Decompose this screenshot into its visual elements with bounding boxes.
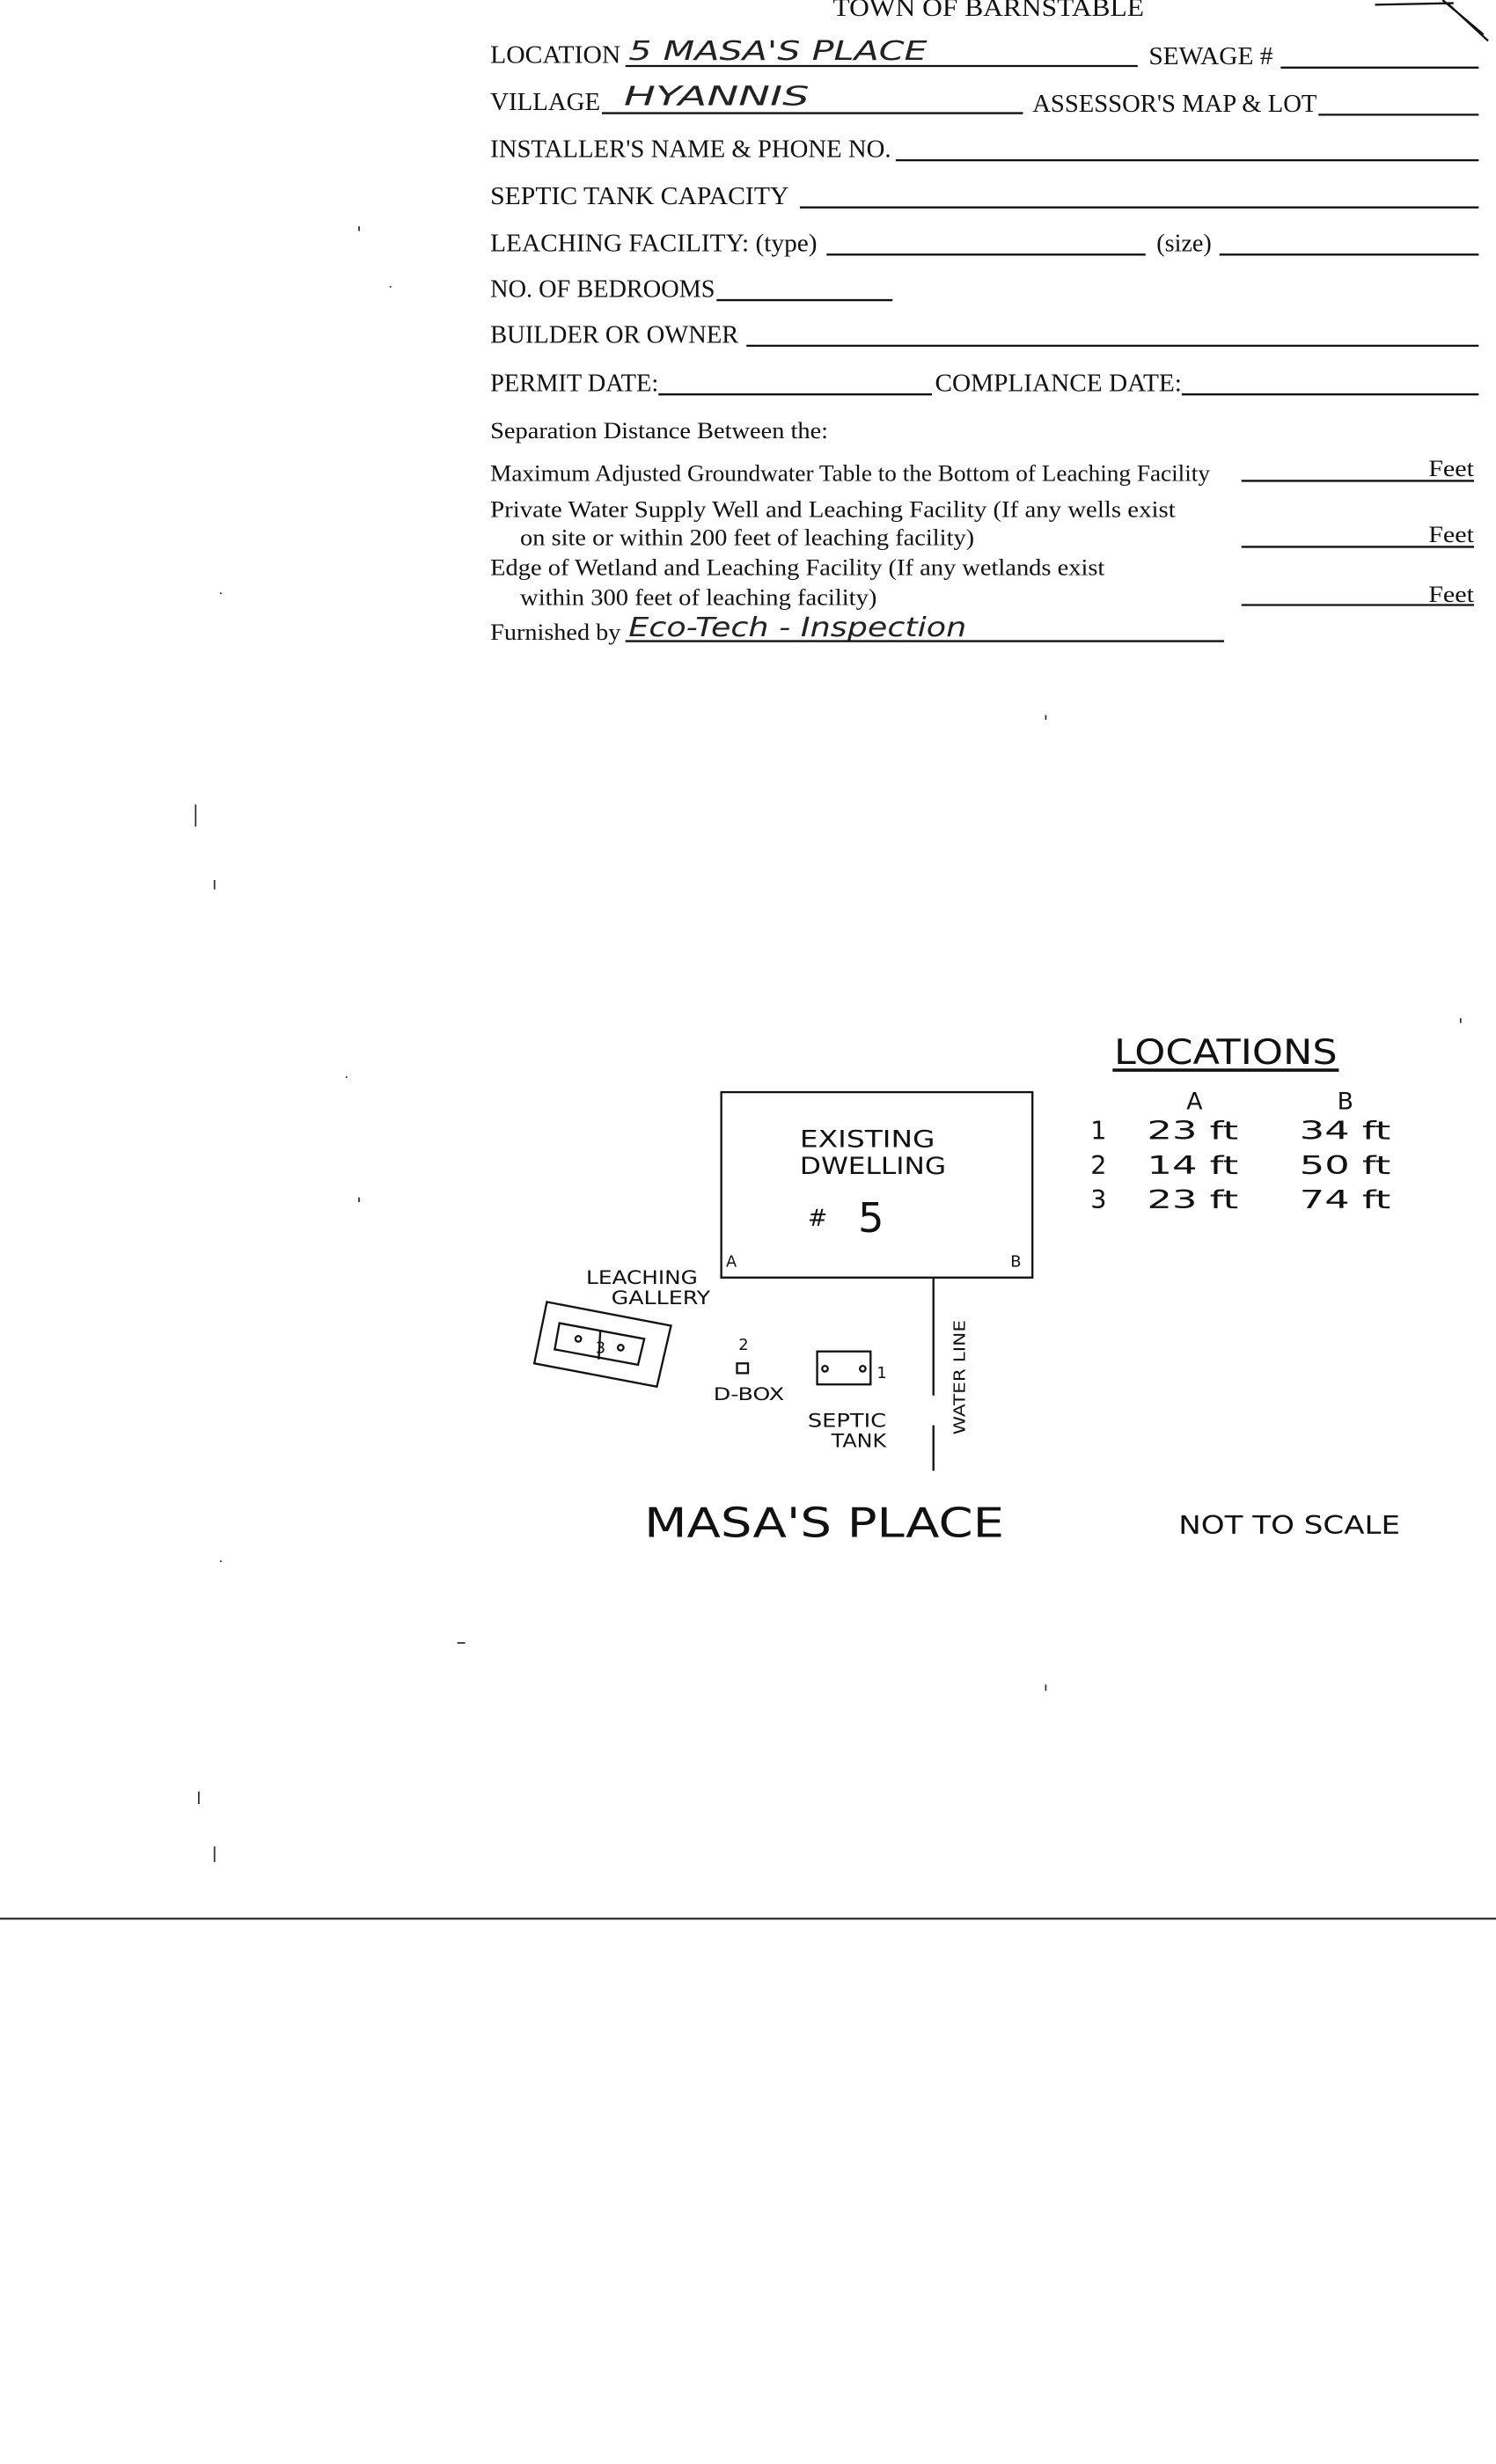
location-number: 3	[1090, 1184, 1106, 1214]
separation-row-groundwater: Maximum Adjusted Groundwater Table to th…	[490, 460, 1210, 486]
wetland-unit: Feet	[1428, 582, 1475, 607]
distance-a: 23 ft	[1148, 1116, 1239, 1146]
village-label: VILLAGE	[490, 89, 600, 116]
groundwater-unit: Feet	[1428, 456, 1475, 481]
location-row: 3 23 ft 74 ft	[1090, 1184, 1390, 1214]
distance-a: 14 ft	[1148, 1150, 1239, 1180]
location-value[interactable]: 5 MASA'S PLACE	[628, 36, 928, 67]
septic-tank-label-line1: SEPTIC	[808, 1410, 886, 1432]
leaching-type-label: LEACHING FACILITY: (type)	[490, 231, 817, 258]
leaching-gallery-inner	[554, 1322, 646, 1367]
distance-b: 50 ft	[1300, 1150, 1391, 1180]
builder-label: BUILDER OR OWNER	[490, 321, 739, 348]
dwelling-number: 5	[858, 1194, 884, 1242]
location-row: 2 14 ft 50 ft	[1090, 1150, 1390, 1180]
leaching-gallery-label-line2: GALLERY	[612, 1287, 712, 1309]
furnished-label: Furnished by	[490, 620, 620, 645]
furnished-value[interactable]: Eco-Tech - Inspection	[628, 612, 966, 643]
tank-port-icon	[821, 1364, 829, 1373]
distance-b: 34 ft	[1300, 1116, 1391, 1146]
site-title: MASA'S PLACE	[644, 1499, 1004, 1546]
distance-b: 74 ft	[1300, 1184, 1391, 1214]
dwelling-corner-b: B	[1010, 1252, 1021, 1271]
assessor-label: ASSESSOR'S MAP & LOT	[1032, 91, 1316, 118]
dbox-shape	[736, 1362, 750, 1375]
well-unit: Feet	[1428, 522, 1475, 547]
column-b-header: B	[1338, 1089, 1353, 1116]
column-a-header: A	[1186, 1089, 1203, 1116]
separation-heading: Separation Distance Between the:	[490, 418, 828, 444]
locations-title: LOCATIONS	[1114, 1033, 1338, 1073]
water-line-label: WATER LINE	[950, 1320, 969, 1434]
leaching-size-label: (size)	[1156, 231, 1212, 258]
separation-row-wetland-cont: within 300 feet of leaching facility)	[520, 585, 876, 611]
dwelling-label-line2: DWELLING	[800, 1153, 946, 1180]
gallery-port-icon	[616, 1344, 625, 1352]
septic-tank-shape	[816, 1350, 872, 1386]
septic-tank-label-line2: TANK	[831, 1431, 888, 1453]
compliance-date-label: COMPLIANCE DATE:	[935, 370, 1182, 398]
dbox-label: D-BOX	[714, 1384, 784, 1404]
separation-row-well-cont: on site or within 200 feet of leaching f…	[520, 525, 974, 551]
leaching-gallery-label-line1: LEACHING	[586, 1267, 698, 1289]
scan-noise	[194, 226, 1462, 1863]
form-title: TOWN OF BARNSTABLE	[832, 0, 1144, 22]
existing-dwelling-outline	[720, 1090, 1034, 1279]
gallery-port-icon	[574, 1335, 583, 1343]
septic-capacity-label: SEPTIC TANK CAPACITY	[490, 183, 788, 210]
gallery-point-number: 3	[596, 1339, 605, 1358]
installer-label: INSTALLER'S NAME & PHONE NO.	[490, 136, 891, 164]
tank-port-icon	[858, 1364, 867, 1373]
corner-pen-mark	[1375, 0, 1489, 42]
leaching-gallery-divider	[598, 1331, 602, 1360]
separation-row-well: Private Water Supply Well and Leaching F…	[490, 497, 1176, 523]
dwelling-label-line1: EXISTING	[800, 1126, 935, 1154]
distance-a: 23 ft	[1148, 1184, 1239, 1214]
location-number: 2	[1090, 1150, 1106, 1180]
bedrooms-label: NO. OF BEDROOMS	[490, 276, 715, 304]
separation-row-wetland: Edge of Wetland and Leaching Facility (I…	[490, 555, 1105, 581]
dwelling-corner-a: A	[726, 1252, 737, 1271]
dwelling-hash: #	[808, 1205, 827, 1232]
permit-date-label: PERMIT DATE:	[490, 370, 658, 398]
location-label: LOCATION	[490, 41, 620, 69]
village-value[interactable]: HYANNIS	[624, 82, 810, 113]
location-row: 1 23 ft 34 ft	[1090, 1116, 1390, 1146]
tank-point-number: 1	[876, 1364, 886, 1382]
sewage-label: SEWAGE #	[1148, 43, 1272, 70]
scale-note: NOT TO SCALE	[1178, 1510, 1400, 1540]
location-number: 1	[1090, 1116, 1106, 1146]
site-diagram: LOCATIONS A B 1 23 ft 34 ft 2 14 ft 50 f…	[532, 1033, 1400, 1546]
leaching-gallery-outer	[532, 1301, 672, 1389]
dbox-point-number: 2	[738, 1336, 748, 1354]
